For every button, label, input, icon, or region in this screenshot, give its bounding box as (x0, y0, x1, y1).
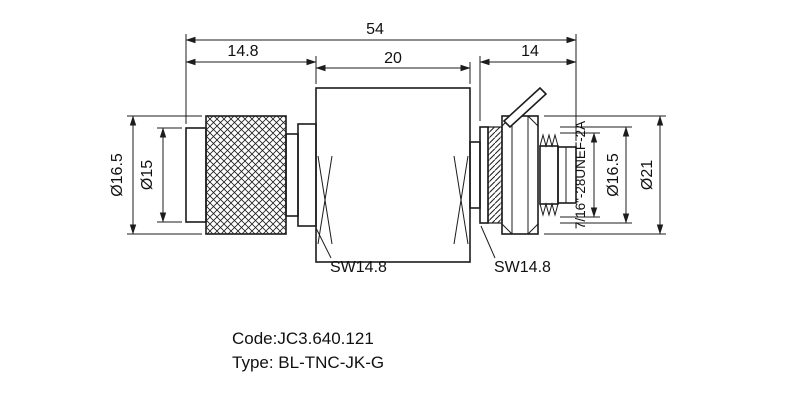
thread-spec-label: 7/16"-28UNEF-2A (573, 121, 588, 229)
dim-nut-diameter-label: Ø21 (639, 160, 656, 190)
coupling-end-cap (185, 127, 207, 223)
leader-line-left (315, 227, 332, 259)
thread-hatched-band (487, 126, 503, 224)
part-type-text: Type: BL-TNC-JK-G (232, 353, 384, 372)
hex-body (315, 87, 471, 263)
dim-overall-length-label: 54 (366, 21, 384, 38)
wrench-size-left-label: SW14.8 (330, 259, 387, 276)
step-ring-small (285, 133, 299, 217)
dim-knurl-diameter-label: Ø16.5 (109, 153, 126, 197)
step-ring-large (297, 123, 317, 227)
flat-washer (479, 126, 489, 224)
rear-end-stub (557, 146, 577, 204)
leader-line-right (480, 225, 496, 259)
connector-outline (185, 86, 577, 263)
title-notes: Code:JC3.640.121 Type: BL-TNC-JK-G (232, 329, 384, 372)
wrench-callouts: SW14.8 SW14.8 (315, 225, 551, 276)
dim-coupling-diameter-label: Ø15 (139, 160, 156, 190)
dim-coupling-length-label: 14.8 (227, 43, 258, 60)
lock-washer-tilted (502, 86, 548, 129)
dim-body-length-label: 20 (384, 50, 402, 67)
dim-rear-diameter-label: Ø16.5 (605, 153, 622, 197)
part-code-text: Code:JC3.640.121 (232, 329, 374, 348)
wrench-size-right-label: SW14.8 (494, 259, 551, 276)
dim-rear-length-label: 14 (521, 43, 539, 60)
hex-chamfer-marks (317, 155, 469, 245)
top-dimension-lines (185, 36, 577, 72)
rear-neck (469, 141, 481, 209)
knurled-coupling-nut (205, 115, 287, 235)
rear-thread (539, 133, 559, 217)
panel-nut (501, 115, 539, 235)
left-extension-lines (127, 115, 202, 235)
